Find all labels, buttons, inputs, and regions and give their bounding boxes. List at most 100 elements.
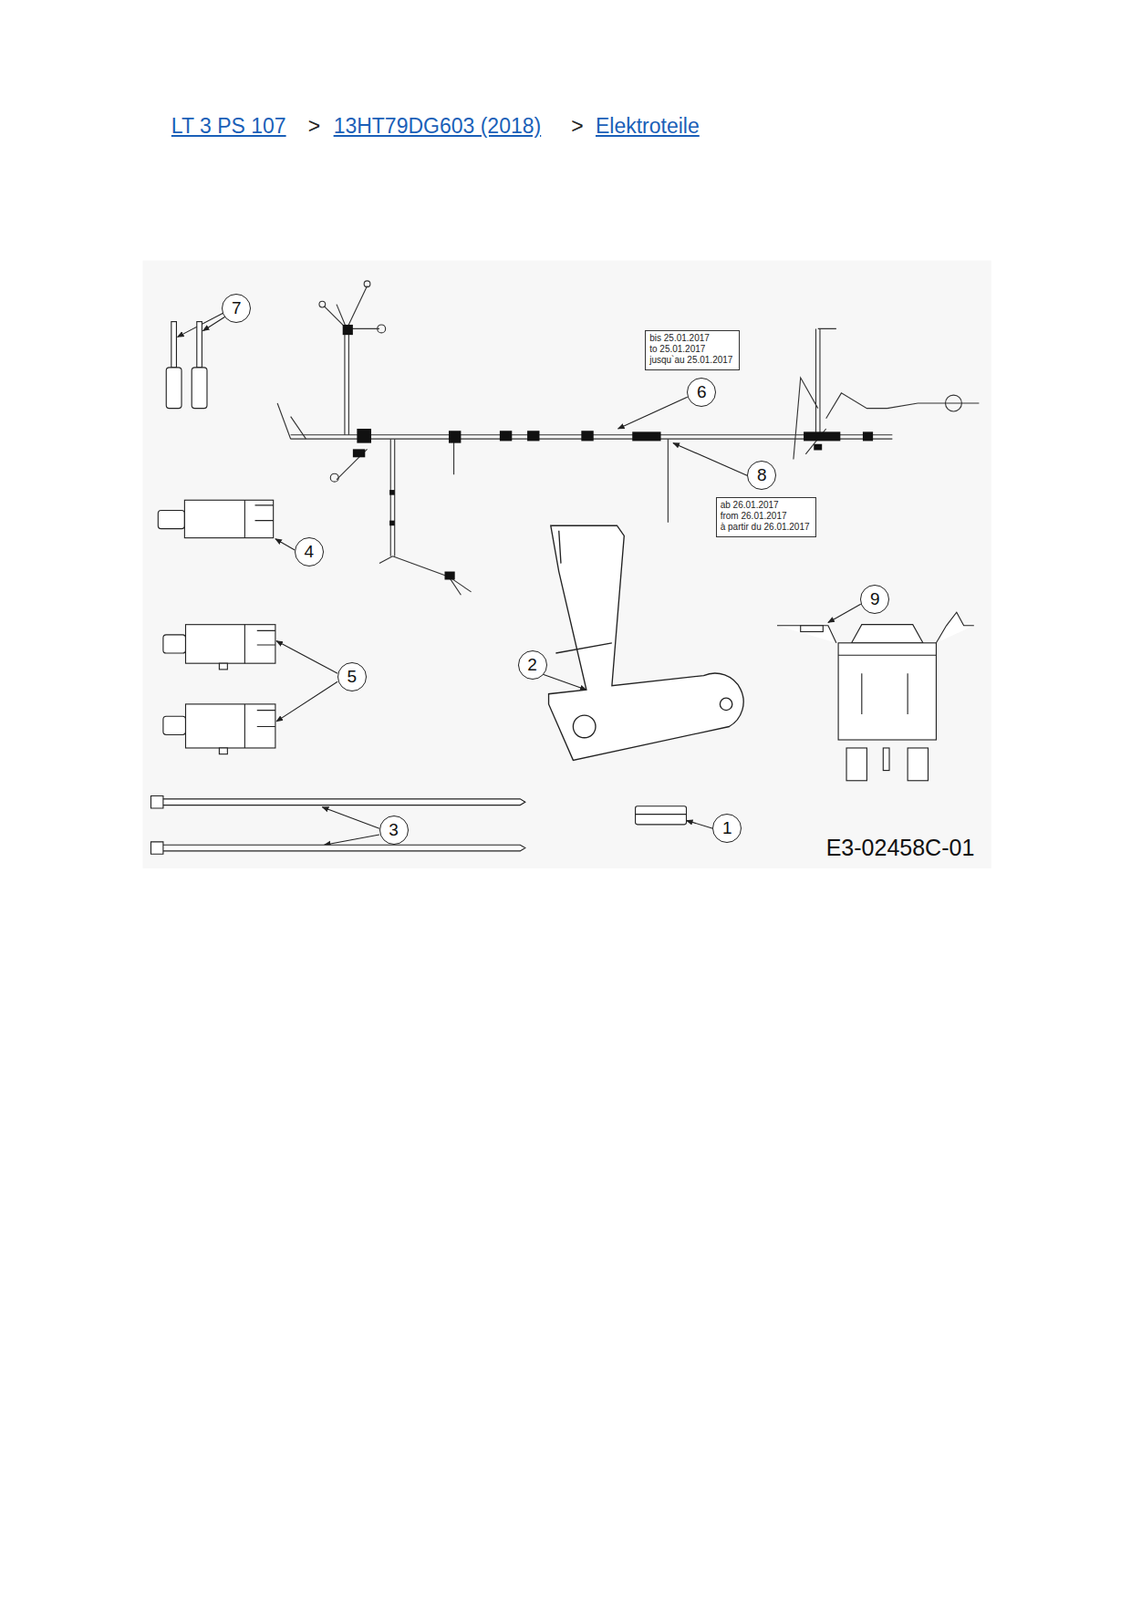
callout-circle: 6: [686, 377, 716, 407]
leader-lines-part: [324, 834, 380, 845]
cable-ties: [150, 796, 525, 855]
solenoid-part: [838, 643, 936, 740]
leader-lines-part: [618, 396, 688, 429]
solenoid-part: [907, 747, 928, 781]
wiring-harness-part: [324, 285, 380, 329]
harness-connectors-part: [445, 571, 456, 581]
callout-number: 1: [722, 818, 733, 839]
validity-date: to 25.01.2017: [649, 343, 736, 355]
harness-connectors-part: [581, 430, 593, 441]
callout-circle: 9: [860, 584, 890, 614]
harness-connectors-part: [527, 430, 540, 441]
fuse: [635, 806, 687, 825]
cable-ties-part: [150, 841, 525, 854]
callout-circle: 8: [747, 460, 777, 490]
solenoid-part: [851, 624, 924, 644]
validity-date: jusqu`au 25.01.2017: [649, 354, 736, 366]
wiring-harness-part: [319, 300, 326, 308]
harness-connectors-part: [803, 431, 841, 441]
validity-date: from 26.01.2017: [720, 510, 812, 522]
leader-lines-part: [203, 316, 227, 332]
harness-connectors-part: [448, 430, 461, 443]
wiring-harness-part: [379, 556, 472, 595]
callout-number: 3: [388, 819, 399, 841]
switches-part: [163, 715, 187, 735]
harness-connectors-part: [499, 430, 512, 441]
wiring-harness-part: [377, 324, 386, 333]
wiring-harness-part: [793, 328, 979, 459]
rivets-part: [197, 321, 203, 368]
wiring-harness-part: [453, 438, 455, 475]
callout-number: 5: [346, 666, 357, 687]
callout-number: 9: [870, 589, 881, 610]
bracket-part: [572, 715, 596, 738]
switches-part: [185, 704, 275, 748]
callout-number: 7: [231, 298, 242, 319]
solenoid: [777, 612, 975, 780]
leader-lines-part: [828, 603, 862, 623]
breadcrumb-separator: >: [308, 114, 321, 139]
bracket-part: [719, 697, 732, 710]
switches-part: [185, 624, 275, 664]
rivets: [166, 321, 208, 409]
callout-circle: 4: [294, 537, 324, 567]
solenoid-part: [882, 747, 890, 771]
breadcrumb-separator: >: [570, 114, 583, 139]
solenoid-part: [777, 612, 975, 644]
harness-connectors-part: [813, 444, 822, 451]
date-note-box: ab 26.01.2017from 26.01.2017à partir du …: [715, 497, 817, 538]
harness-connectors-part: [352, 448, 365, 457]
leader-lines-part: [673, 443, 748, 477]
breadcrumb-link: Elektroteile: [595, 114, 700, 139]
rivets-part: [191, 367, 208, 409]
callout-circle: 3: [379, 815, 409, 845]
breadcrumb-link: LT 3 PS 107: [171, 114, 287, 139]
validity-date: à partir du 26.01.2017: [720, 521, 812, 533]
callout-number: 2: [527, 654, 538, 675]
fuse-part: [635, 813, 687, 815]
switches-part: [218, 663, 228, 670]
switches-part: [244, 499, 273, 538]
wiring-harness-part: [330, 473, 339, 482]
drawing-number: E3-02458C-01: [826, 834, 976, 862]
switches-part: [157, 509, 185, 529]
leader-lines-part: [321, 807, 380, 829]
harness-connectors-part: [862, 431, 873, 441]
harness-connectors-part: [342, 324, 353, 335]
wiring-harness-part: [363, 280, 371, 288]
fuse-part: [635, 806, 687, 825]
leader-lines-part: [275, 539, 295, 550]
switches-part: [244, 624, 276, 664]
wiring-harness: [277, 280, 979, 595]
harness-connectors-part: [356, 428, 372, 444]
solenoid-part: [800, 625, 824, 633]
solenoid-part: [846, 747, 867, 781]
bracket-part: [549, 525, 745, 760]
switches-part: [218, 747, 228, 755]
validity-date: ab 26.01.2017: [720, 499, 812, 511]
callout-circle: 1: [712, 813, 742, 843]
wiring-harness-part: [667, 438, 669, 523]
wiring-harness-part: [336, 448, 368, 480]
leader-lines-part: [276, 641, 338, 675]
switches-part: [244, 704, 276, 748]
wiring-harness-part: [945, 394, 963, 412]
leader-lines-part: [685, 819, 713, 829]
cable-ties-part: [150, 796, 525, 809]
solenoid-part: [838, 654, 936, 715]
callout-number: 8: [757, 465, 768, 486]
leader-lines: [177, 312, 862, 846]
wiring-harness-part: [344, 328, 349, 435]
switches: [157, 499, 276, 754]
bracket: [549, 525, 745, 760]
bracket-part: [555, 530, 612, 654]
wiring-harness-part: [390, 438, 395, 557]
switches-part: [184, 499, 273, 538]
harness-connectors-part: [389, 520, 395, 527]
validity-date: bis 25.01.2017: [649, 332, 736, 344]
callout-circle: 5: [337, 662, 367, 692]
wiring-harness-part: [277, 403, 306, 439]
date-note-box: bis 25.01.2017to 25.01.2017jusqu`au 25.0…: [644, 330, 740, 371]
